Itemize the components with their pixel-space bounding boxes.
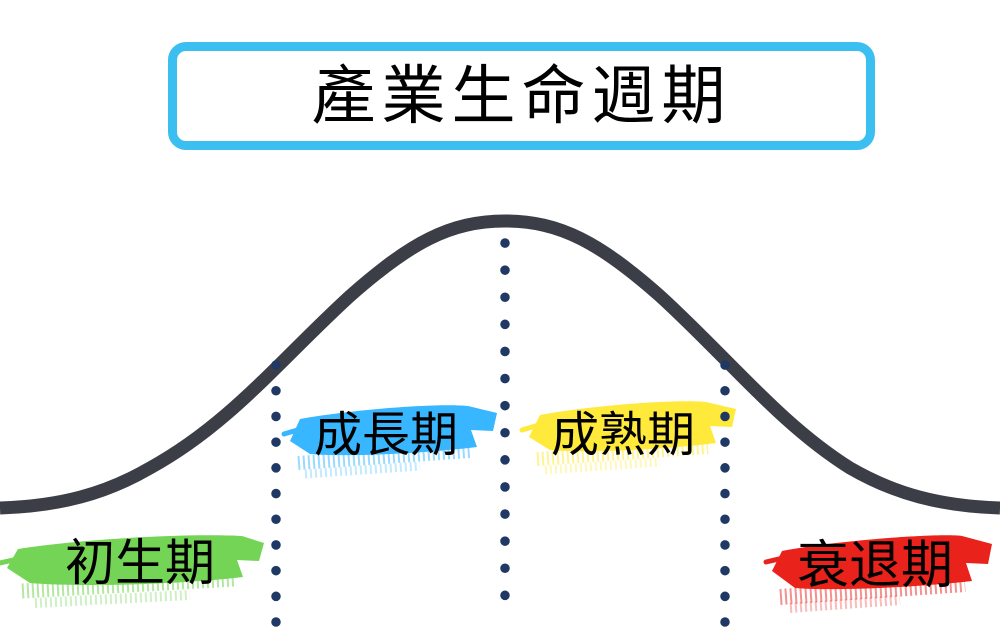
highlight-initial-texture — [21, 571, 236, 599]
highlight-maturity-texture-2 — [544, 457, 661, 475]
title-box: 產業生命週期 — [168, 42, 875, 150]
highlight-decline-texture — [779, 576, 966, 605]
highlight-initial — [0, 535, 264, 608]
highlight-decline-band — [772, 535, 992, 590]
phase-label-maturity: 成熟期 — [550, 409, 695, 462]
highlight-maturity — [519, 401, 736, 475]
phase-label-initial: 初生期 — [65, 535, 215, 591]
highlight-decline-texture-2 — [789, 595, 901, 613]
highlight-decline — [763, 535, 992, 613]
highlight-initial-band — [7, 535, 264, 585]
highlight-growth-band — [290, 405, 497, 456]
highlight-initial-texture-2 — [34, 590, 191, 608]
highlight-maturity-band — [529, 401, 736, 452]
phase-label-growth: 成長期 — [313, 409, 458, 462]
bell-curve — [0, 214, 1000, 515]
page-title: 產業生命週期 — [311, 60, 732, 132]
highlight-growth-texture — [297, 444, 471, 470]
highlight-growth-texture-2 — [304, 461, 421, 479]
highlight-maturity-texture — [536, 440, 709, 466]
highlight-growth — [281, 405, 497, 479]
phase-label-decline: 衰退期 — [796, 537, 953, 595]
